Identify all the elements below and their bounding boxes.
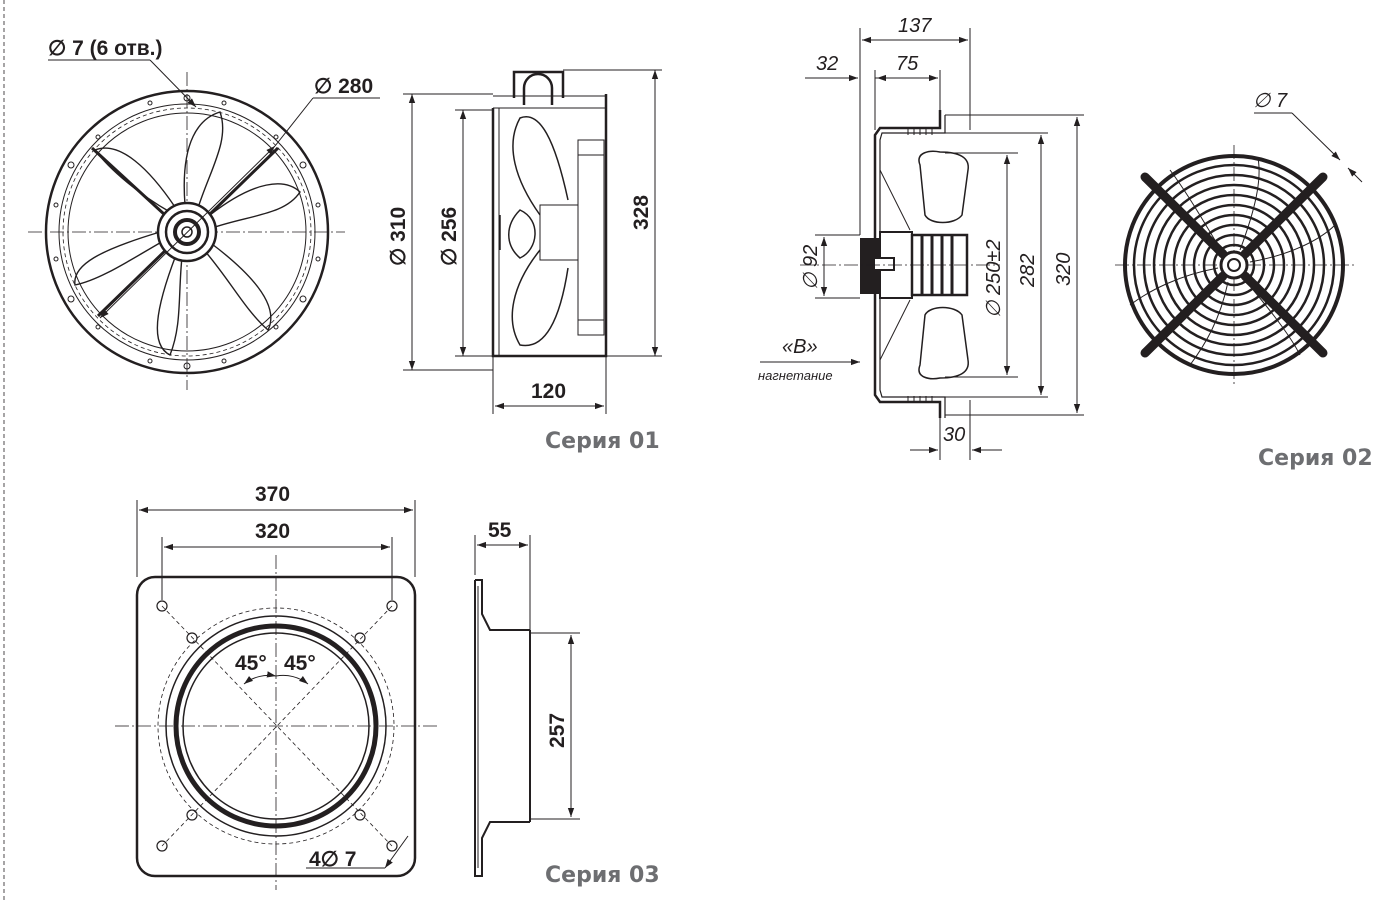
series01-front-view: ∅ 280 ∅ 7 (6 отв.) xyxy=(28,37,380,390)
series01-mount-holes xyxy=(53,94,321,370)
series02-dia-250: ∅ 250±2 xyxy=(983,240,1005,318)
series02-dim-30: 30 xyxy=(943,424,965,446)
series01-label: Серия 01 xyxy=(545,429,660,454)
series03-mount-holes xyxy=(156,600,398,852)
series03-height-257: 257 xyxy=(546,713,569,748)
series02-flow-mark: «В» xyxy=(782,336,818,358)
series02-side-view: 137 75 32 xyxy=(758,15,1084,460)
series02-flow-note: нагнетание xyxy=(758,368,833,383)
series01-height-328: 328 xyxy=(630,195,653,230)
series02-dim-75: 75 xyxy=(896,53,919,75)
series02-dim-320: 320 xyxy=(1053,253,1075,286)
series01-dia-280: ∅ 280 xyxy=(314,75,373,98)
series01-outer-ring xyxy=(44,89,330,375)
series03-depth-55: 55 xyxy=(488,519,512,542)
series03-side-view: 55 257 Серия 03 xyxy=(474,519,660,888)
series03-angle-left: 45° xyxy=(235,652,267,675)
series01-holes-note: ∅ 7 (6 отв.) xyxy=(48,37,162,60)
series02-grille-hole: ∅ 7 xyxy=(1253,90,1288,112)
series01-dia-310: ∅ 310 xyxy=(387,207,410,266)
series03-width-370: 370 xyxy=(255,483,290,506)
series01-dia-256: ∅ 256 xyxy=(438,207,461,266)
series03-front-view: 45° 45° 370 320 4∅ 7 xyxy=(115,483,440,890)
series02-dim-32: 32 xyxy=(816,53,838,75)
series01-side-view: ∅ 310 ∅ 256 328 120 Серия 01 xyxy=(387,69,662,454)
series01-depth-120: 120 xyxy=(531,380,566,403)
series03-label: Серия 03 xyxy=(545,863,660,888)
series02-dia-92: ∅ 92 xyxy=(800,245,822,290)
series02-label: Серия 02 xyxy=(1258,446,1373,471)
series03-angle-right: 45° xyxy=(284,652,316,675)
series03-holes-note: 4∅ 7 xyxy=(309,848,357,871)
series02-dim-282: 282 xyxy=(1017,254,1039,288)
series03-width-320: 320 xyxy=(255,520,290,543)
series02-grille-view: ∅ 7 Серия 02 xyxy=(1115,90,1373,471)
series02-dim-137: 137 xyxy=(898,15,932,37)
